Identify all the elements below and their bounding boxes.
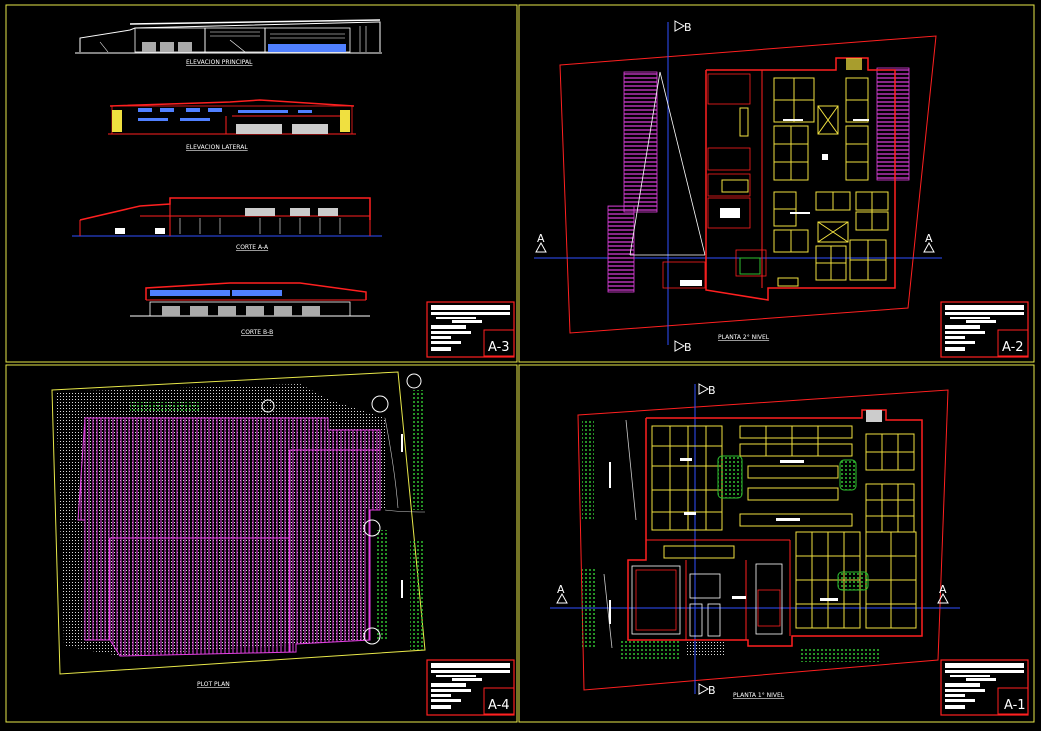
site-boundary-a4 xyxy=(51,371,426,675)
label-elevacion-principal: ELEVACION PRINCIPAL xyxy=(186,59,253,66)
section-mark-a-right: A xyxy=(925,232,933,245)
section-markers-a1: B B A A xyxy=(556,383,949,697)
sheet-a1: B B A A xyxy=(550,383,1029,716)
elevacion-principal-drawing xyxy=(75,19,382,54)
section-mark-b-top: B xyxy=(708,384,716,397)
label-plot-plan: PLOT PLAN xyxy=(197,681,230,688)
label-corte-bb: CORTE B-B xyxy=(241,329,273,336)
section-mark-b-bottom: B xyxy=(684,341,692,354)
title-block-a4: A-4 xyxy=(426,659,515,716)
section-mark-a-left: A xyxy=(537,232,545,245)
title-block-a1: A-1 xyxy=(940,659,1029,716)
label-planta-1-nivel: PLANTA 1° NIVEL xyxy=(733,692,785,699)
title-block-a2: A-2 xyxy=(940,301,1029,358)
section-mark-a-right: A xyxy=(939,583,947,596)
sheet-number-a4: A-4 xyxy=(488,698,510,713)
sheet-frames xyxy=(5,4,1035,723)
section-markers-a2: B B A A xyxy=(535,20,935,354)
elevacion-lateral-drawing xyxy=(108,99,356,135)
sheet-number-a2: A-2 xyxy=(1002,340,1024,355)
sheet-frame-a4 xyxy=(5,364,518,723)
label-elevacion-lateral: ELEVACION LATERAL xyxy=(186,144,248,151)
label-planta-2-nivel: PLANTA 2° NIVEL xyxy=(718,334,770,341)
site-boundary-a2 xyxy=(559,35,937,334)
sheet-frame-a3 xyxy=(5,4,518,363)
sheet-a4: PLOT PLAN A-4 xyxy=(51,371,515,716)
sheet-a3: ELEVACION PRINCIPAL ELEVACION L xyxy=(72,19,515,358)
section-mark-b-bottom: B xyxy=(708,684,716,697)
sheet-frame-a2 xyxy=(518,4,1035,363)
section-mark-b-top: B xyxy=(684,21,692,34)
sheet-a2: B B A A xyxy=(534,20,1029,358)
sheet-frame-a1 xyxy=(518,364,1035,723)
title-block-a3: A-3 xyxy=(426,301,515,358)
sheet-number-a3: A-3 xyxy=(488,340,510,355)
label-corte-aa: CORTE A-A xyxy=(236,244,269,251)
corte-bb-drawing xyxy=(130,282,370,317)
sheet-number-a1: A-1 xyxy=(1004,698,1026,713)
corte-aa-drawing xyxy=(72,197,382,237)
section-mark-a-left: A xyxy=(557,583,565,596)
